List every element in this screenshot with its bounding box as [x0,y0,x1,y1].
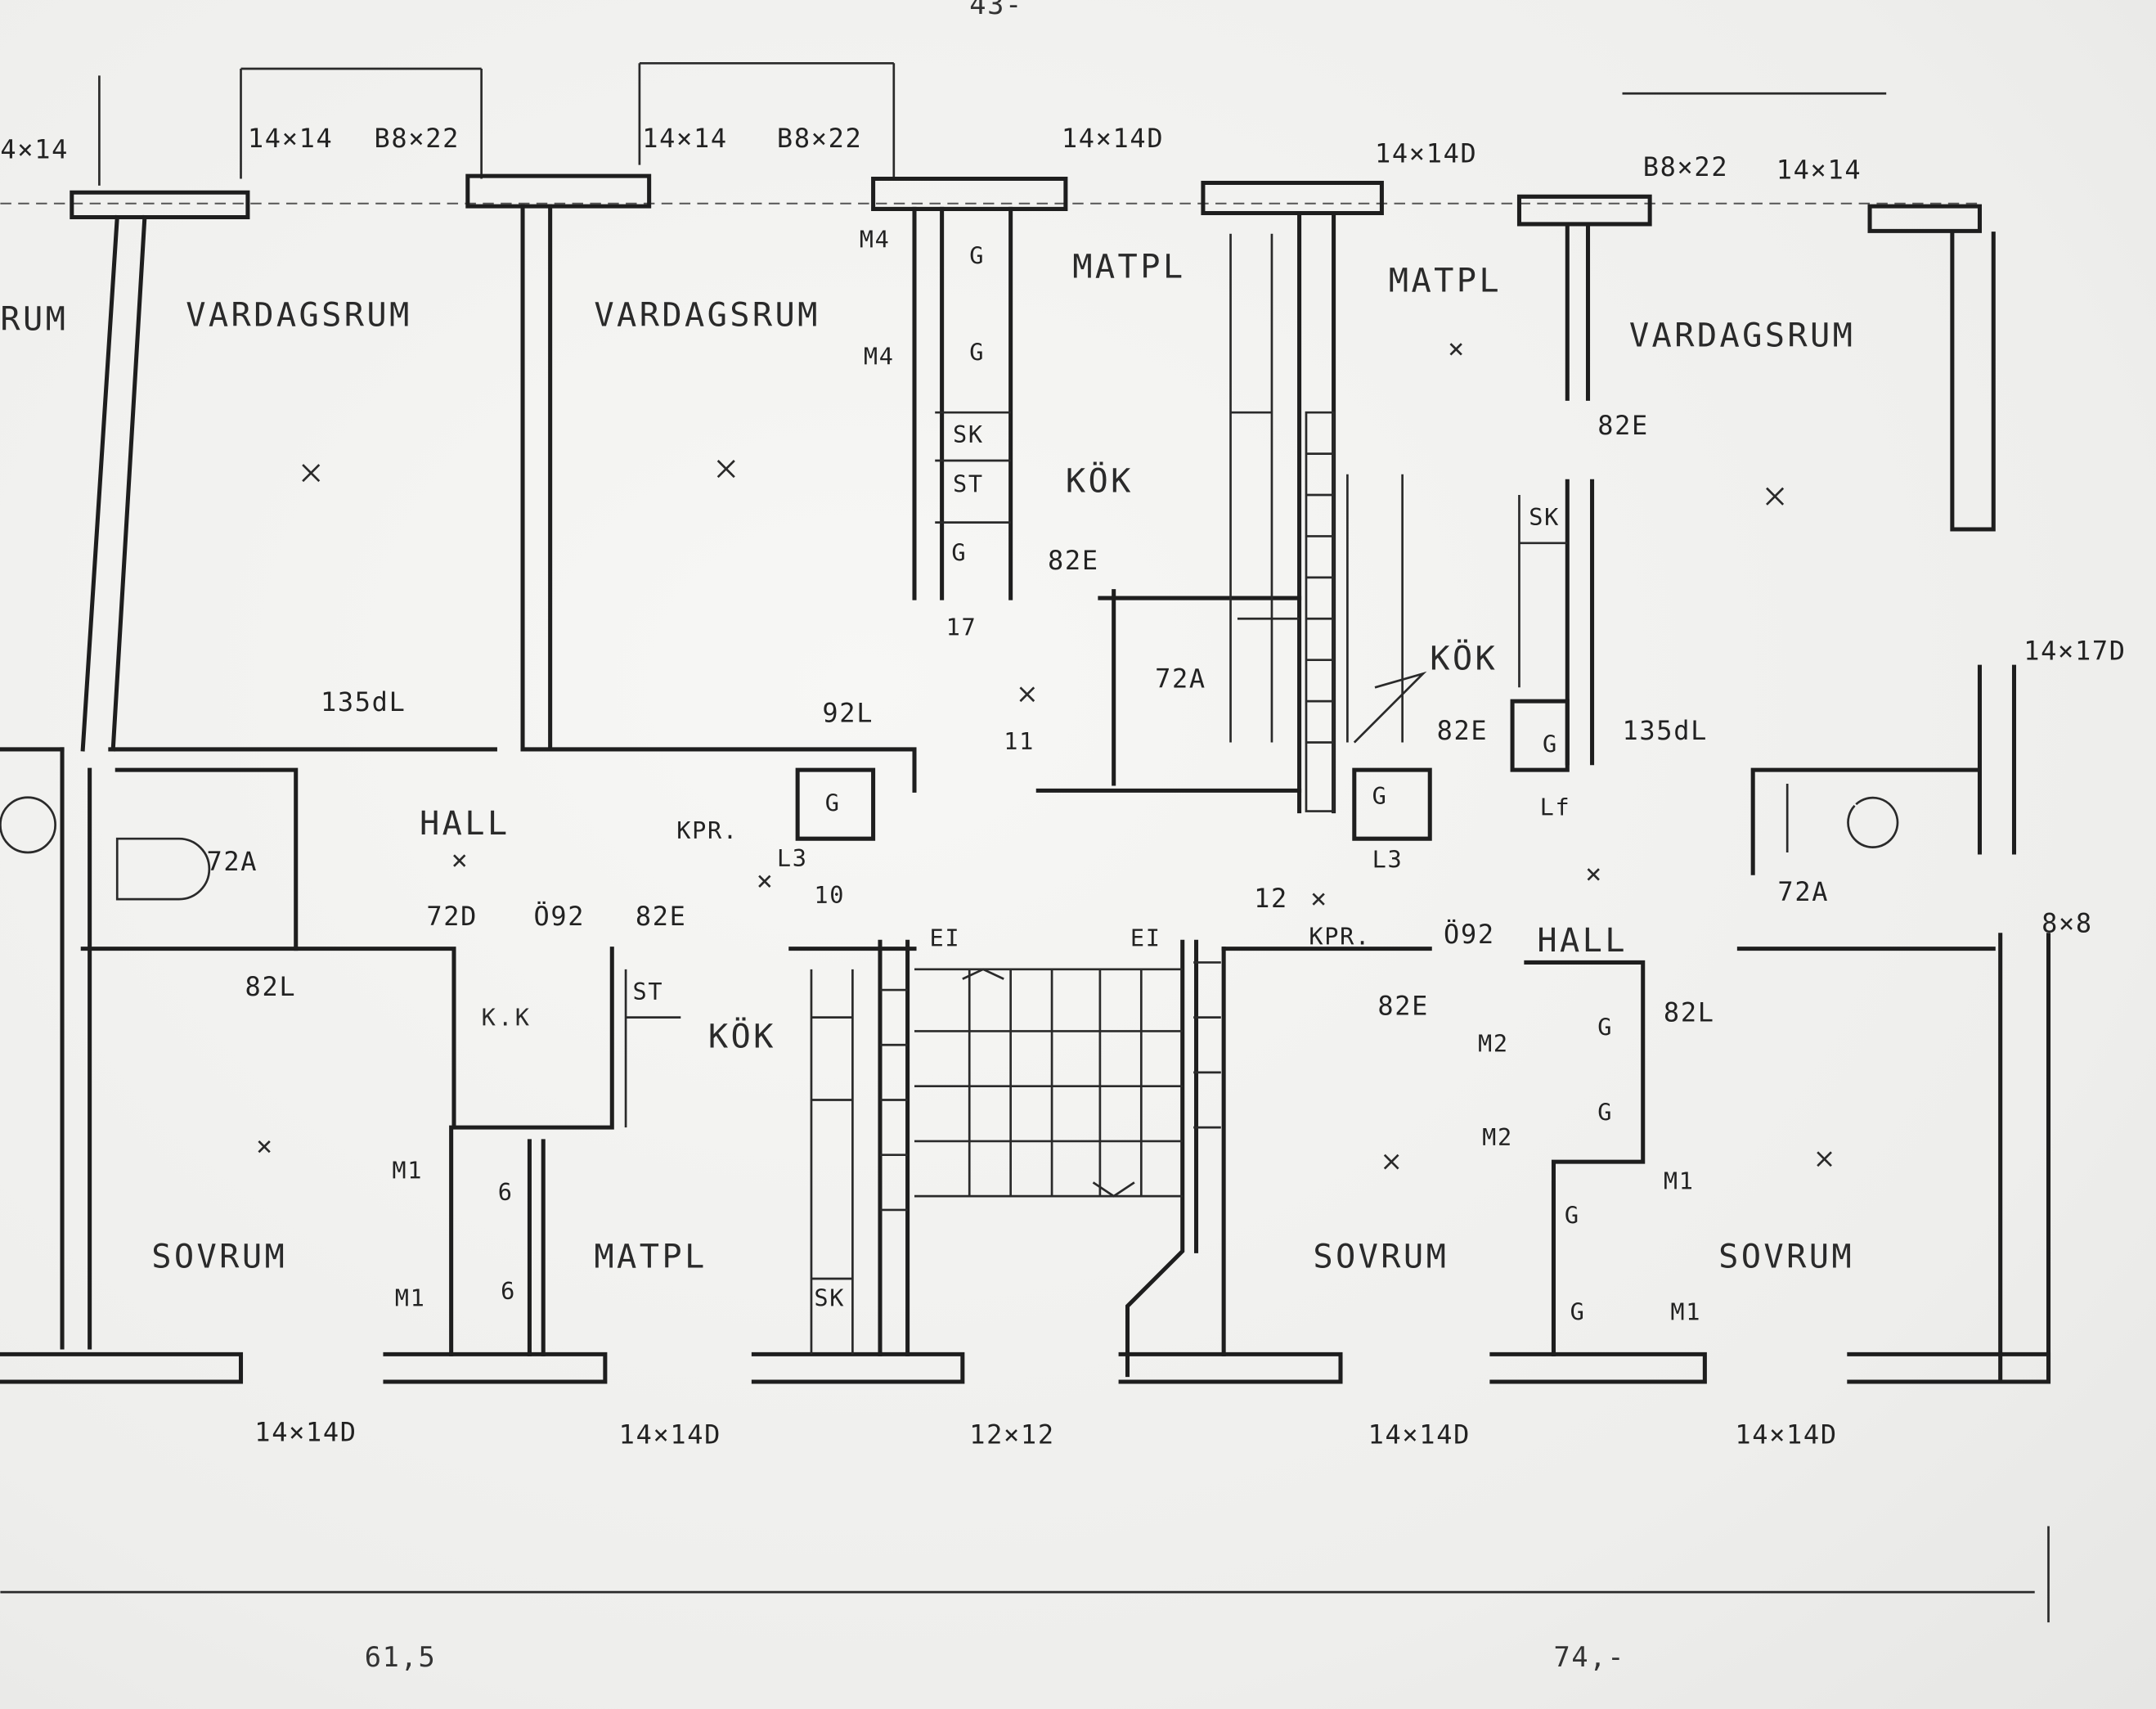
code-label: EI [1130,924,1161,951]
walls [0,173,2051,1384]
code-label: 10 [814,881,845,909]
code-label: SK [953,421,984,448]
room-label-kok: KÖK [1066,461,1134,501]
code-label: M4 [860,226,891,254]
room-label-hall: HALL [420,804,510,843]
code-label: G [1570,1297,1586,1325]
room-label-matpl: MATPL [1389,261,1502,299]
room-label-vardagsrum: VARDAGSRUM [186,295,411,334]
room-label-sovrum: SOVRUM [1718,1238,1854,1276]
code-label: M1 [1670,1297,1701,1325]
room-label-matpl: MATPL [594,1238,707,1276]
code-label: M1 [395,1284,426,1312]
code-label: 72A [1777,876,1829,907]
window-dim: 14×14D [1735,1419,1837,1450]
code-label: 6 [498,1178,514,1206]
window-dim: 8×8 [2041,907,2093,938]
code-label: G [1543,730,1558,758]
code-label: M4 [864,342,895,370]
code-label: L3 [1372,845,1404,873]
room-labels: RUM VARDAGSRUM VARDAGSRUM VARDAGSRUM MAT… [0,247,1855,1276]
code-label: G [1372,782,1388,810]
code-label: ST [632,978,663,1005]
code-label: KPR. [676,816,739,844]
code-label: 82L [245,971,297,1002]
code-label: ST [953,470,984,498]
room-label-vardagsrum: VARDAGSRUM [594,295,820,334]
window-dim: 4×14 [0,133,69,164]
window-dimensions: 4×14 14×14 B8×22 14×14 B8×22 14×14D 14×1… [0,123,2126,1450]
window-dim: B8×22 [375,123,460,154]
code-label: 6 [501,1277,516,1305]
window-dim: 12×12 [969,1419,1055,1450]
code-label: 82E [636,901,687,932]
code-label: Ö92 [1444,919,1495,950]
window-dim: 14×14 [1776,154,1862,185]
code-label: 72D [426,901,478,932]
code-label: SK [1529,503,1560,531]
window-dim: 14×14D [1062,123,1164,154]
code-label: 135dL [321,686,406,717]
code-label: SK [814,1284,845,1312]
code-label: G [969,338,985,366]
window-dim: 14×14D [254,1416,357,1447]
code-label: EI [929,924,960,951]
window-dim: 14×14 [248,123,334,154]
room-label-sovrum: SOVRUM [1313,1238,1449,1276]
kitchen-fixtures [0,233,1899,1355]
code-label: M2 [1478,1030,1509,1058]
room-label-matpl: MATPL [1072,247,1185,286]
code-label: 72A [1155,663,1206,694]
code-label: 82E [1597,410,1649,441]
code-label: G [951,539,967,567]
staircase [914,968,1183,1198]
code-label: 12 [1254,883,1288,914]
window-dim: 14×14D [1368,1419,1471,1450]
room-label-hall: HALL [1537,921,1628,960]
code-label: 72A [206,846,258,877]
overall-dim-left: 61,5 [365,1641,437,1673]
window-dim: 14×14D [619,1419,721,1450]
code-label: 135dL [1623,715,1709,746]
room-label-sovrum: SOVRUM [151,1238,287,1276]
code-label: L3 [777,844,808,872]
room-label-vardagsrum: VARDAGSRUM [1629,317,1855,355]
window-dim: B8×22 [777,123,862,154]
room-label-kok: KÖK [1430,638,1498,677]
room-label-kk: K.K [482,1004,532,1032]
room-label-kok: KÖK [708,1017,776,1056]
room-center-marks [258,343,1832,1170]
code-label: 11 [1004,727,1035,755]
code-label: G [825,789,841,817]
code-label: 92L [822,697,874,728]
code-label: Ö92 [533,901,585,932]
overall-width-dim-top: 43- [969,0,1023,20]
code-label: G [1597,1099,1613,1127]
window-dim: 14×14 [642,123,728,154]
code-label: 17 [946,613,977,641]
window-dim: 14×14D [1375,137,1477,169]
dimension-lines [0,61,2050,1623]
code-label: 82L [1664,997,1715,1028]
overall-dim-right: 74,- [1553,1641,1625,1673]
window-dim: B8×22 [1643,151,1729,182]
code-label: M2 [1482,1123,1513,1151]
code-label: Lf [1540,794,1571,821]
code-label: 82E [1377,990,1429,1021]
window-dim: 14×17D [2023,636,2126,667]
code-label: M1 [1664,1167,1695,1195]
code-label: KPR. [1309,923,1371,951]
code-label: M1 [392,1156,423,1184]
code-label: 82E [1437,715,1489,746]
fixture-door-codes: M4 M4 G G SK ST G 82E 17 92L 11 72A 82E … [206,226,1829,1326]
room-label-vardagsrum: RUM [0,299,68,338]
code-label: G [1597,1014,1613,1041]
code-label: G [969,242,985,270]
code-label: G [1565,1202,1580,1230]
code-label: 82E [1048,545,1099,576]
